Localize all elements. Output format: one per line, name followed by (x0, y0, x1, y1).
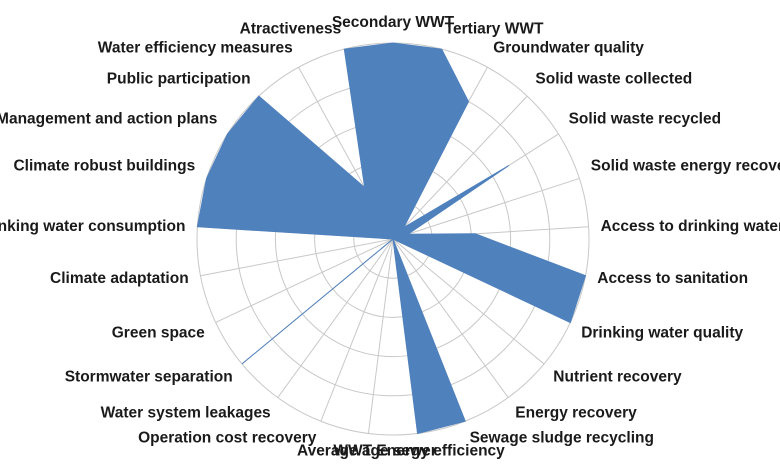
category-label: Stormwater separation (65, 369, 233, 386)
category-label: Operation cost recovery (138, 429, 317, 446)
grid-spoke (200, 238, 394, 277)
category-label: Solid waste recycled (569, 111, 722, 128)
category-label: Drinking water consumption (0, 218, 185, 235)
grid-spoke (215, 238, 394, 323)
category-label: Tertiary WWT (445, 21, 544, 38)
category-label: Groundwater quality (493, 40, 644, 57)
grid-spoke (320, 238, 394, 422)
radar-series-area (196, 42, 587, 435)
category-label: Secondary WWT (332, 14, 455, 31)
category-label: Solid waste collected (535, 70, 692, 87)
category-label: Climate adaptation (50, 270, 189, 287)
category-label: Solid waste energy recovery (591, 158, 780, 175)
category-label: Green space (112, 325, 205, 342)
category-label: Access to sanitation (597, 270, 748, 287)
category-label: Management and action plans (0, 111, 217, 128)
grid-spoke (392, 238, 545, 365)
category-label: Access to drinking water (601, 218, 780, 235)
category-label: Nutrient recovery (553, 369, 682, 386)
category-label: Energy recovery (515, 404, 637, 421)
category-label: Drinking water quality (581, 325, 743, 342)
grid-spoke (277, 238, 394, 398)
category-label: Average age sewer (297, 442, 437, 459)
category-label: WWT Energy efficiency (333, 442, 505, 459)
category-label: Water system leakages (101, 404, 271, 421)
category-label: Public participation (107, 70, 251, 87)
category-label: Atractiveness (240, 21, 342, 38)
grid-spoke (392, 95, 528, 240)
category-label: Sewage sludge recycling (470, 429, 654, 446)
category-label: Climate robust buildings (13, 158, 195, 175)
category-label: Water efficiency measures (98, 40, 293, 57)
grid-spoke (367, 238, 394, 434)
grid-spoke (392, 238, 509, 398)
grid-spoke (392, 177, 580, 240)
